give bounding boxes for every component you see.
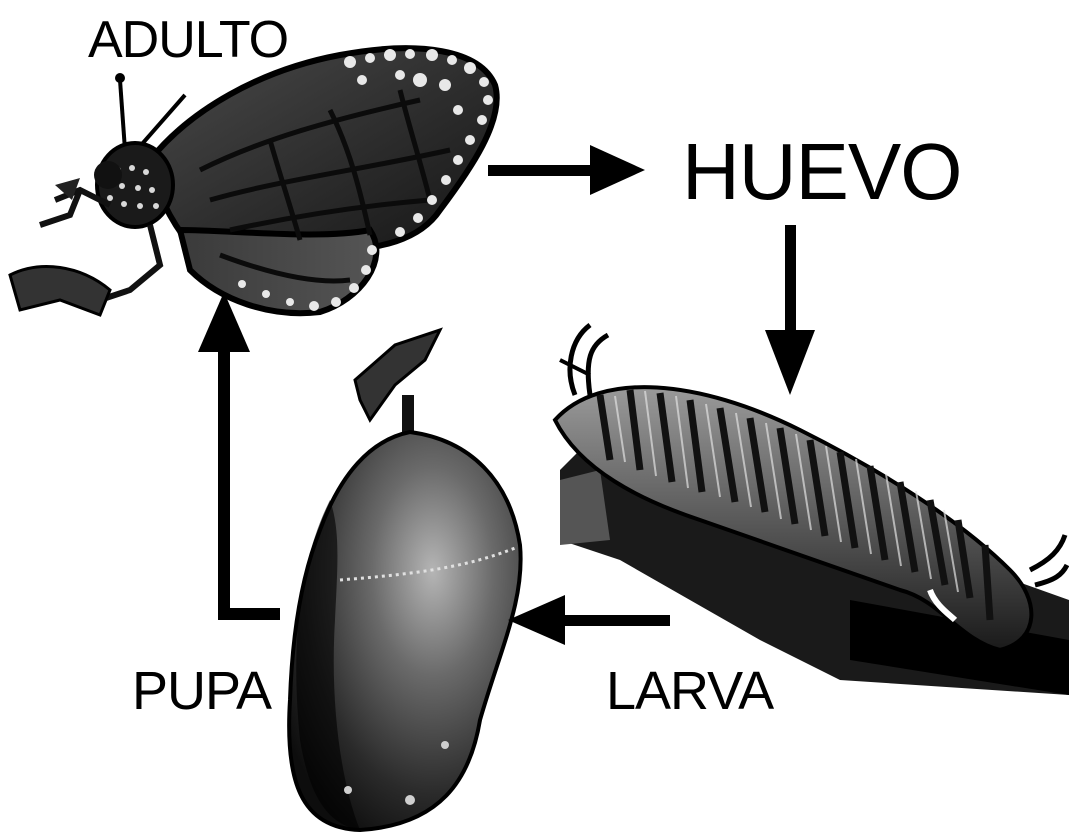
chrysalis-illustration xyxy=(289,330,521,830)
stage-label-adult: ADULTO xyxy=(88,14,288,66)
arrow-pupa-to-adult xyxy=(198,292,280,620)
caterpillar-illustration xyxy=(555,325,1069,695)
stage-label-egg: HUEVO xyxy=(682,132,962,212)
arrow-adult-to-egg xyxy=(488,145,645,195)
arrow-larva-to-pupa xyxy=(508,595,670,645)
stage-label-larva: LARVA xyxy=(606,664,773,718)
arrow-egg-to-larva xyxy=(765,225,815,395)
butterfly-illustration xyxy=(10,48,497,315)
stage-label-pupa: PUPA xyxy=(132,664,271,718)
